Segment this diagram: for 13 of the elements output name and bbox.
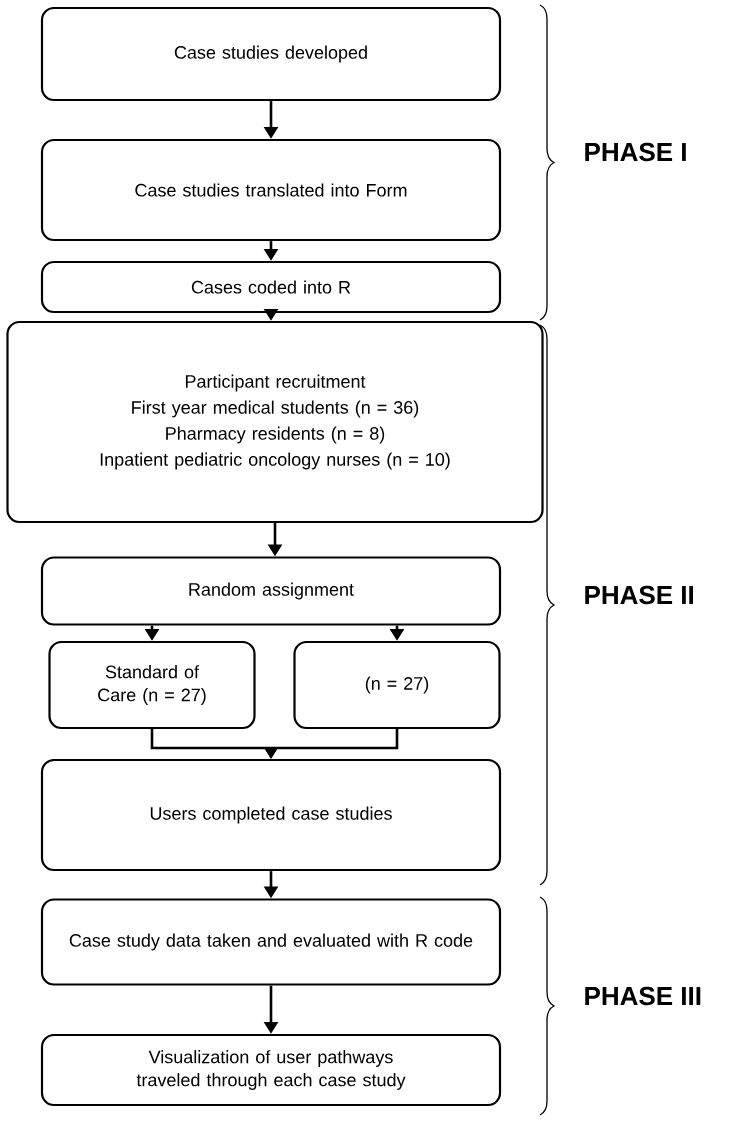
process-box: Cases coded into R (40, 260, 502, 314)
phase-label: PHASE III (585, 986, 701, 1006)
process-box: Case study data taken and evaluated with R code (40, 898, 502, 986)
phase-label: PHASE I (585, 142, 686, 162)
process-box: Random assignment (40, 556, 502, 626)
process-box: (n = 27) (293, 640, 501, 730)
phase-label: PHASE II (585, 585, 694, 605)
process-box: Case studies translated into Form (40, 138, 502, 242)
process-box: Standard of Care (n = 27) (48, 640, 256, 730)
process-box: Participant recruitment First year medical students (n = 36) Pharmacy residents (n = 8) Inpatient pediatric oncology nurses (n = 10) (6, 320, 544, 524)
process-box: Case studies developed (40, 6, 502, 102)
process-box: Visualization of user pathways traveled through each case study (40, 1033, 502, 1107)
process-box: Users completed case studies (40, 758, 502, 872)
